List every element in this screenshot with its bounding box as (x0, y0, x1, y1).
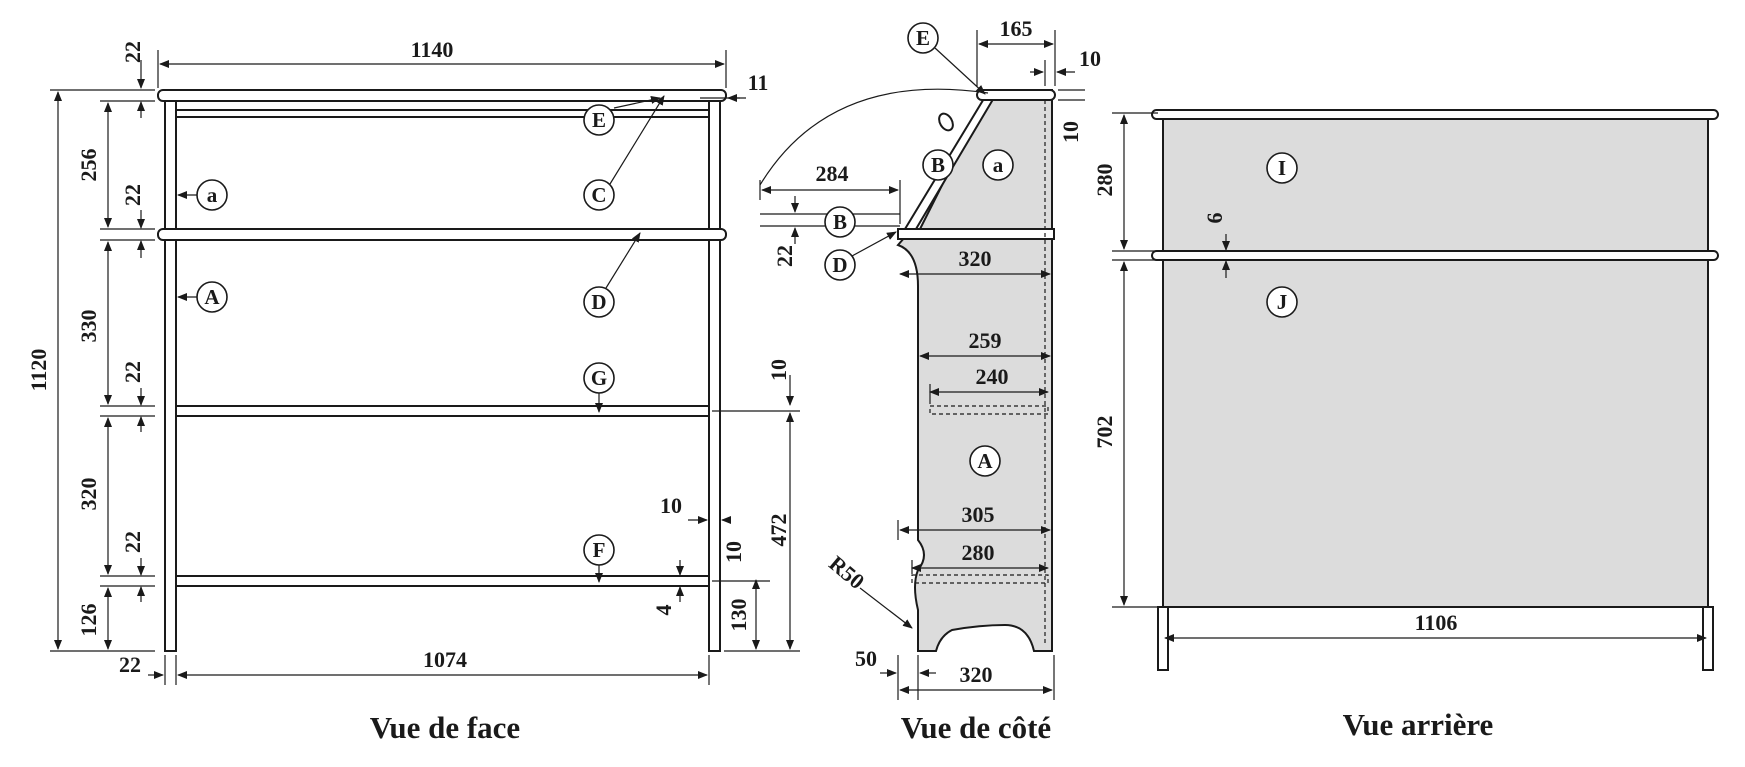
svg-text:A: A (977, 449, 993, 473)
caption-side: Vue de côté (901, 710, 1051, 745)
front-rail-e (175, 109, 710, 118)
side-shelf-g-groove (929, 405, 1049, 415)
dim-shelf-g-22: 22 (120, 361, 145, 383)
part-label-a-side: A (969, 445, 1001, 477)
dim-11: 11 (748, 70, 769, 95)
front-view: 1140 22 11 1120 256 22 330 22 320 2 (26, 37, 800, 745)
dim-280-back: 280 (1092, 164, 1117, 197)
side-view: 165 10 10 284 22 320 259 240 305 (759, 16, 1101, 745)
svg-text:a: a (993, 153, 1004, 177)
dim-1120: 1120 (26, 349, 51, 392)
dim-256: 256 (76, 149, 101, 182)
part-label-c: C (583, 179, 615, 211)
front-shelf-f (175, 575, 710, 587)
caption-front: Vue de face (370, 710, 520, 745)
dim-50: 50 (855, 646, 877, 671)
dim-320-front: 320 (76, 478, 101, 511)
knob-icon (938, 112, 954, 132)
dim-rail-22: 22 (120, 184, 145, 206)
dim-10-top: 10 (1058, 121, 1083, 143)
part-label-g: G (583, 362, 615, 394)
dim-r50: R50 (824, 551, 869, 595)
dim-top-22: 22 (120, 41, 145, 63)
front-shelf-g (175, 405, 710, 417)
part-label-a-front: A (196, 281, 228, 313)
part-label-i: I (1266, 152, 1298, 184)
part-label-b-flap: B (922, 149, 954, 181)
back-rail (1151, 250, 1719, 261)
dim-22-flap: 22 (772, 245, 797, 267)
dim-6: 6 (1202, 213, 1227, 224)
back-top-board (1151, 109, 1719, 120)
dim-280: 280 (962, 540, 995, 565)
front-top-board (157, 89, 727, 102)
svg-text:I: I (1278, 156, 1286, 180)
dim-126: 126 (76, 604, 101, 637)
dim-shelf-f-22: 22 (120, 531, 145, 553)
back-panel-i (1162, 112, 1709, 256)
back-panel-j (1162, 258, 1709, 608)
back-view: 280 6 702 1106 I J Vue arrière (1092, 109, 1719, 742)
dim-702: 702 (1092, 416, 1117, 449)
dim-165: 165 (1000, 16, 1033, 41)
part-label-j: J (1266, 286, 1298, 318)
part-label-d-side: D (824, 249, 856, 281)
side-top-board (976, 89, 1056, 101)
dim-259: 259 (969, 328, 1002, 353)
dim-284: 284 (816, 161, 849, 186)
front-right-side (708, 100, 721, 652)
part-label-e-front: E (583, 104, 615, 136)
caption-back: Vue arrière (1343, 707, 1494, 742)
dim-472: 472 (766, 514, 791, 547)
part-label-d-front: D (583, 286, 615, 318)
dim-side-22: 22 (119, 652, 141, 677)
svg-text:G: G (591, 366, 607, 390)
svg-text:D: D (832, 253, 847, 277)
part-label-f: F (583, 534, 615, 566)
part-label-a-lower-front: a (196, 179, 228, 211)
svg-text:C: C (591, 183, 606, 207)
dim-10-shelf-g: 10 (766, 359, 791, 381)
dim-320-top: 320 (959, 246, 992, 271)
part-label-a-lower-side: a (982, 149, 1014, 181)
svg-text:B: B (833, 210, 847, 234)
dim-10-shelf-f: 10 (721, 541, 746, 563)
dim-1074: 1074 (423, 647, 467, 672)
svg-text:B: B (931, 153, 945, 177)
dim-305: 305 (962, 502, 995, 527)
part-label-b-open: B (824, 206, 856, 238)
side-shelf-f-groove (911, 574, 1049, 584)
dim-10-back: 10 (1079, 46, 1101, 71)
part-label-e-side: E (907, 22, 939, 54)
dim-240: 240 (976, 364, 1009, 389)
front-shelf-d (157, 228, 727, 241)
dim-320-bottom: 320 (960, 662, 993, 687)
svg-text:E: E (592, 108, 606, 132)
side-shelf-d (897, 228, 1055, 240)
svg-text:F: F (593, 538, 606, 562)
front-left-side (164, 100, 177, 652)
dim-4: 4 (651, 605, 676, 616)
svg-text:E: E (916, 26, 930, 50)
dim-1106: 1106 (1415, 610, 1458, 635)
svg-text:A: A (204, 285, 220, 309)
dim-330: 330 (76, 310, 101, 343)
flap-swing-arc (759, 88, 989, 186)
dim-1140: 1140 (411, 37, 454, 62)
dim-10-groove: 10 (660, 493, 682, 518)
dim-130: 130 (726, 599, 751, 632)
svg-text:D: D (591, 290, 606, 314)
svg-text:a: a (207, 183, 218, 207)
svg-text:J: J (1277, 290, 1288, 314)
